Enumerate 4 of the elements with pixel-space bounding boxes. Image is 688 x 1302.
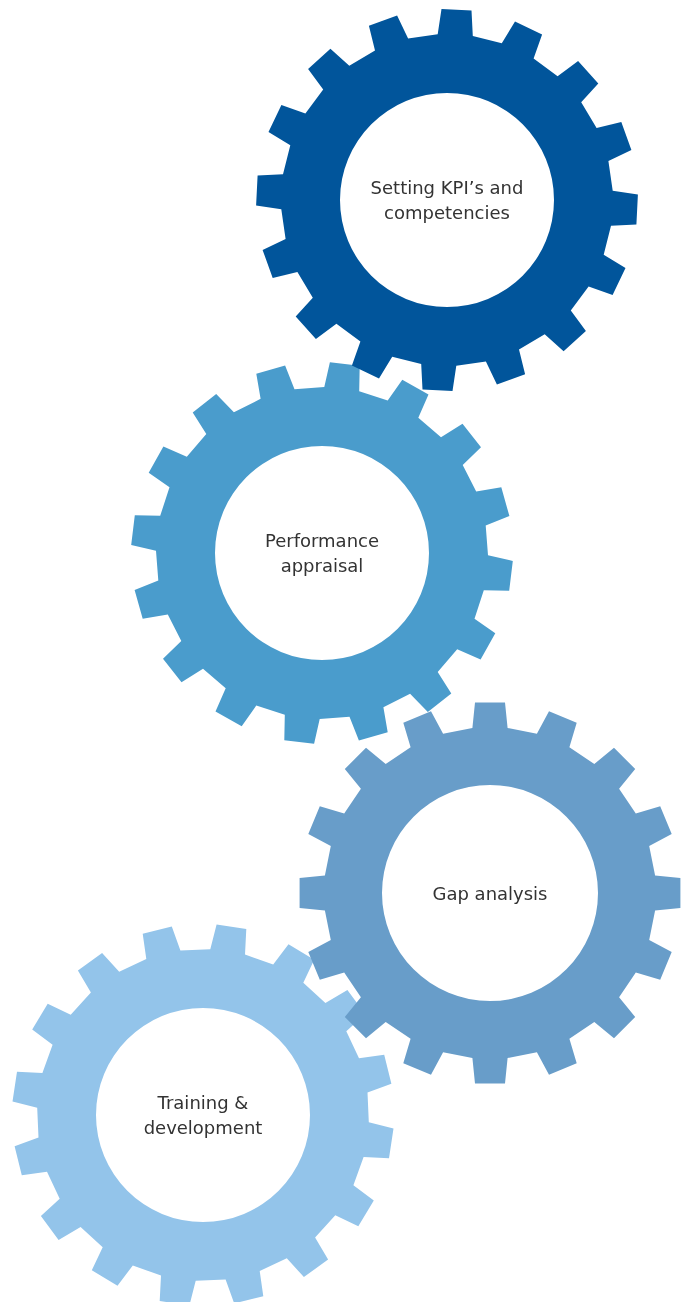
gear-label: Performance appraisal [263, 529, 381, 578]
gear-label: Training & development [142, 1091, 264, 1140]
gear-label: Setting KPI’s and competencies [369, 176, 525, 225]
gear-label: Gap analysis [431, 881, 549, 906]
